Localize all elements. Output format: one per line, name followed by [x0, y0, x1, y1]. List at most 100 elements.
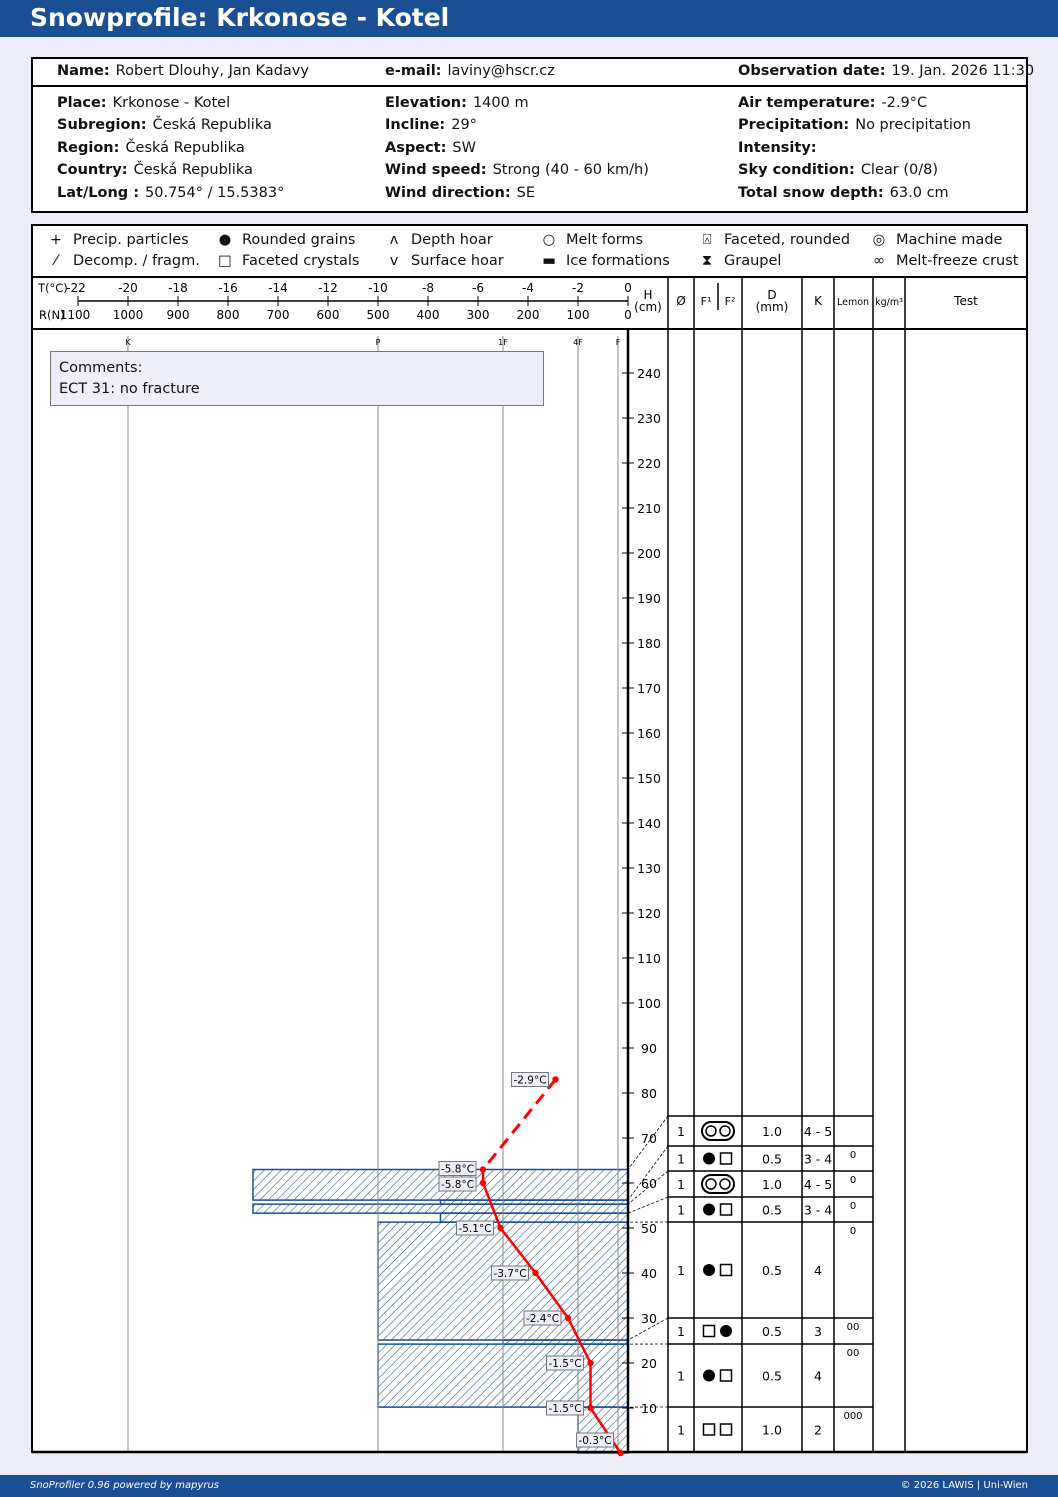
cell-grain-size: 1.0 — [762, 1124, 782, 1139]
legend-item: ○Melt forms — [538, 232, 643, 248]
temperature-label: -5.8°C — [441, 1179, 474, 1191]
temperature-line — [481, 1169, 622, 1454]
rounded-grains-icon — [703, 1369, 715, 1382]
precipitation: Precipitation:No precipitation — [738, 117, 971, 133]
temperature-point — [532, 1269, 539, 1277]
header-d: D — [767, 288, 776, 302]
h-axis-label: H — [643, 288, 652, 302]
temperature-label-box — [523, 1310, 562, 1326]
footer: SnoProfiler 0.96 powered by mapyrus © 20… — [0, 1475, 1058, 1497]
total-snow-depth: Total snow depth:63.0 cm — [738, 185, 949, 201]
rounded-grains-icon — [703, 1152, 715, 1165]
legend-label: Rounded grains — [242, 232, 356, 248]
layer-connector — [627, 1170, 669, 1205]
layer-connector — [627, 1145, 669, 1201]
h-tick-label: 50 — [641, 1221, 657, 1236]
footer-credit: SnoProfiler 0.96 powered by mapyrus — [30, 1480, 220, 1491]
divider — [33, 85, 1026, 87]
wind-speed: Wind speed:Strong (40 - 60 km/h) — [385, 162, 649, 178]
comments-box: Comments: ECT 31: no fracture — [50, 351, 544, 406]
cell-k: 4 — [814, 1263, 822, 1278]
cell-grain-size: 0.5 — [762, 1263, 782, 1278]
header-lemon: Lemon — [837, 297, 869, 308]
r-tick-label: 500 — [367, 308, 390, 322]
melt-freeze-crust-icon — [719, 1178, 731, 1190]
grain-symbol-icon: ⍓ — [702, 232, 712, 248]
cell-k: 4 - 5 — [804, 1124, 832, 1139]
temperature-label: -0.3°C — [578, 1435, 611, 1447]
h-tick-label: 40 — [641, 1266, 657, 1281]
subregion: Subregion:Česká Republika — [57, 117, 272, 133]
comments-text: ECT 31: no fracture — [59, 381, 200, 397]
legend-label: Melt-freeze crust — [896, 253, 1019, 269]
grain-symbol-icon: ʌ — [389, 232, 399, 248]
observer-name: Name:Robert Dlouhy, Jan Kadavy — [57, 63, 309, 79]
cell-k: 4 — [814, 1369, 822, 1384]
temperature-point — [587, 1359, 594, 1367]
h-tick-label: 230 — [637, 411, 661, 426]
cell-diameter: 1 — [677, 1324, 685, 1339]
temperature-point — [552, 1076, 559, 1083]
r-tick-label: 900 — [167, 308, 190, 322]
hardness-mark-label: P — [376, 338, 381, 347]
h-tick-label: 220 — [637, 456, 661, 471]
faceted-crystals-icon — [702, 1324, 716, 1338]
h-tick-label: 210 — [637, 501, 661, 516]
hardness-mark-label: K — [125, 338, 131, 347]
h-tick-label: 110 — [637, 951, 661, 966]
faceted-crystals-icon — [719, 1263, 733, 1277]
temperature-label-box — [491, 1265, 529, 1281]
observation-info: Name:Robert Dlouhy, Jan Kadavy e-mail:la… — [31, 57, 1034, 213]
rounded-grains-icon — [703, 1264, 715, 1276]
r-tick-label: 1000 — [113, 308, 144, 322]
temperature-point — [617, 1449, 624, 1457]
legend-item: ⍓ Faceted, rounded — [696, 232, 850, 248]
temperature-label: -3.7°C — [493, 1268, 526, 1280]
r-tick-label: 300 — [467, 308, 490, 322]
melt-freeze-crust-icon — [701, 1121, 735, 1141]
region: Region:Česká Republika — [57, 140, 245, 156]
t-tick-label: -20 — [118, 281, 138, 295]
cell-lemon: 00 — [847, 1322, 860, 1333]
temperature-label-box — [456, 1220, 494, 1236]
grain-symbol-icon: ⧗ — [701, 253, 713, 269]
t-tick-label: -16 — [218, 281, 238, 295]
cell-lemon: 0 — [850, 1201, 856, 1212]
header-density: kg/m³ — [875, 297, 903, 308]
wind-direction: Wind direction:SE — [385, 185, 536, 201]
rounded-grains-icon — [720, 1325, 732, 1337]
t-tick-label: -6 — [472, 281, 484, 295]
cell-grain-size: 1.0 — [762, 1423, 782, 1438]
cell-diameter: 1 — [677, 1152, 685, 1167]
t-tick-label: -8 — [422, 281, 434, 295]
cell-k: 2 — [814, 1423, 822, 1438]
h-tick-label: 170 — [637, 681, 661, 696]
aspect: Aspect:SW — [385, 140, 476, 156]
country: Country:Česká Republika — [57, 162, 253, 178]
temperature-point — [479, 1166, 487, 1173]
h-tick-label: 180 — [637, 636, 661, 651]
temperature-label: -1.5°C — [548, 1358, 581, 1370]
melt-freeze-crust-icon — [705, 1178, 717, 1190]
cell-k: 4 - 5 — [804, 1177, 832, 1192]
temperature-label-box — [546, 1355, 584, 1371]
legend-label: Faceted crystals — [242, 253, 360, 269]
legend-label: Faceted, rounded — [724, 232, 851, 248]
temperature-point — [564, 1314, 572, 1322]
cell-k: 3 - 4 — [804, 1152, 832, 1167]
cell-diameter: 1 — [677, 1263, 685, 1278]
legend-item: ●Rounded grains — [214, 232, 356, 248]
h-axis-unit: (cm) — [634, 300, 662, 314]
h-tick-label: 80 — [641, 1086, 657, 1101]
h-tick-label: 90 — [641, 1041, 657, 1056]
legend-item: ⁄Decomp. / fragm. — [45, 253, 200, 269]
hardness-mark-label: 4F — [573, 338, 583, 347]
header-k: K — [814, 294, 823, 308]
melt-freeze-crust-icon — [719, 1125, 731, 1137]
grain-symbol-icon: □ — [218, 253, 232, 269]
grain-symbol-icon: ○ — [542, 232, 556, 248]
legend-label: Graupel — [724, 253, 782, 269]
r-tick-label: 100 — [567, 308, 590, 322]
hardness-layer-bar — [252, 1203, 629, 1214]
t-tick-label: -2 — [572, 281, 584, 295]
